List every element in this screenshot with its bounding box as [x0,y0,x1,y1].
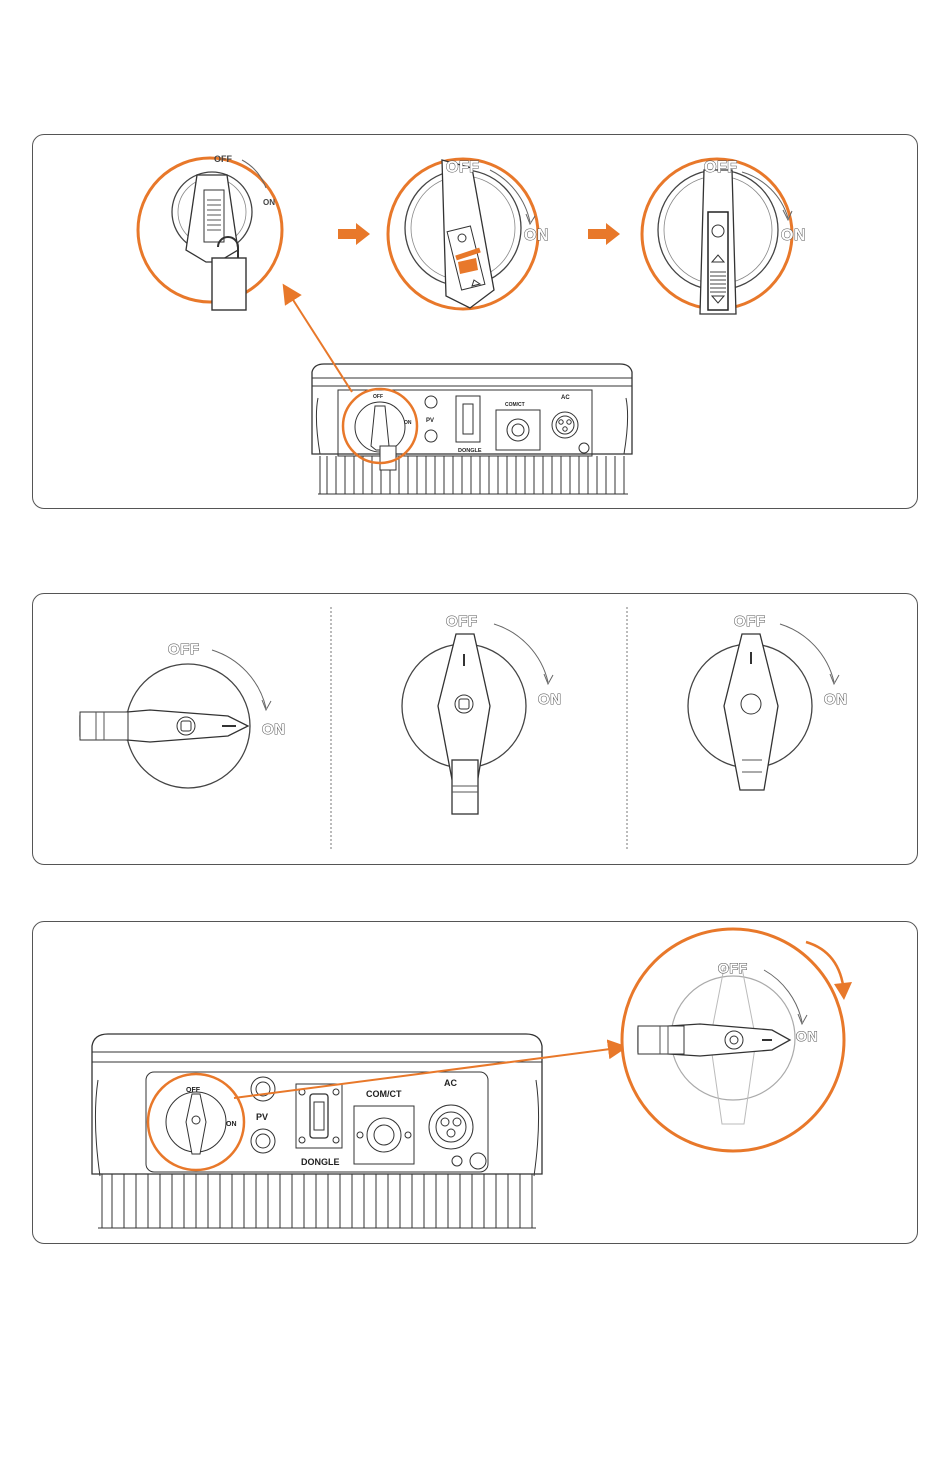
zoom-off-label: OFF [718,960,748,976]
zoom-circle-turn-on: OFF ON [622,929,844,1151]
inv2-ac-label: AC [444,1078,457,1088]
inv2-dongle-label: DONGLE [301,1157,340,1167]
inverter-large: OFF ON PV DONGLE COM/CT AC [92,1034,542,1228]
inv2-pv-label: PV [256,1112,268,1122]
inv2-on-label: ON [226,1121,237,1128]
inv2-comct-label: COM/CT [366,1089,402,1099]
zoom-on-label: ON [796,1028,818,1044]
inv2-off-label: OFF [186,1087,201,1094]
